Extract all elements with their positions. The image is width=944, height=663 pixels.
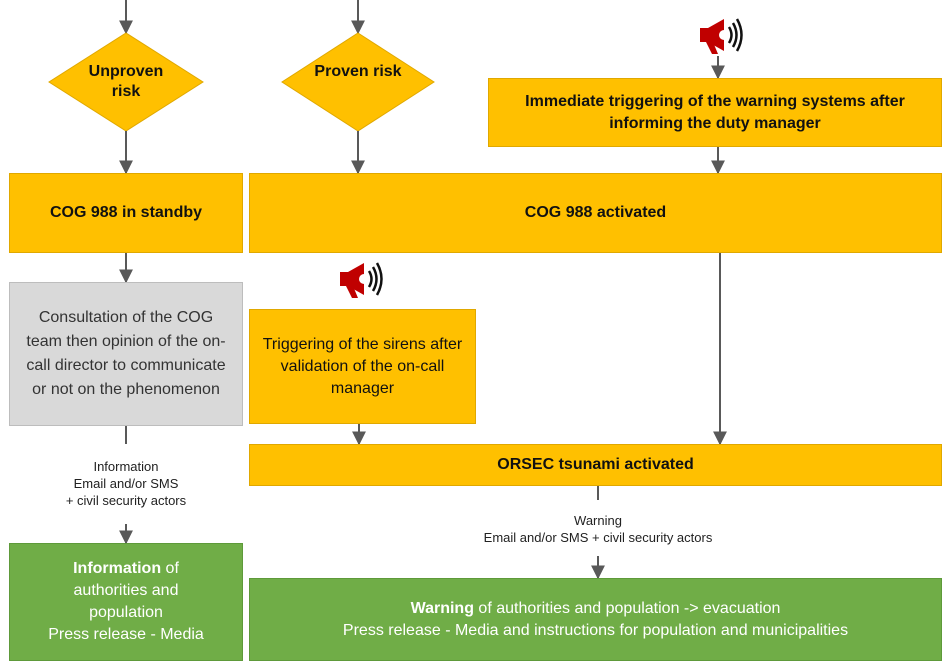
- warning-output-line1: Warning of authorities and population ->…: [411, 598, 781, 620]
- info-label: Information Email and/or SMS + civil sec…: [36, 458, 216, 509]
- decision-proven-shape: [281, 32, 435, 132]
- info-actors: + civil security actors: [65, 493, 187, 508]
- information-output-line4: Press release - Media: [48, 626, 204, 643]
- cog-standby-box: COG 988 in standby: [9, 173, 243, 253]
- information-output-line2: authorities and: [73, 582, 179, 599]
- information-output-line1: Information of: [73, 558, 179, 580]
- info-channels: Email and/or SMS: [73, 476, 179, 491]
- megaphone-icon: [700, 18, 743, 54]
- megaphone-icon: [340, 262, 383, 298]
- information-output-rest: of: [161, 560, 179, 577]
- information-output-box: Information of authorities and populatio…: [9, 543, 243, 661]
- decision-proven-label: Proven risk: [314, 63, 402, 80]
- orsec-tsunami-box: ORSEC tsunami activated: [249, 444, 942, 486]
- sirens-box: Triggering of the sirens after validatio…: [249, 309, 476, 424]
- warning-output-line2: Press release - Media and instructions f…: [342, 621, 849, 639]
- warning-label: Warning Email and/or SMS + civil securit…: [428, 512, 768, 546]
- consultation-box: Consultation of the COG team then opinio…: [9, 282, 243, 426]
- warning-title: Warning: [574, 513, 622, 528]
- decision-unproven-label: Unproven risk: [88, 63, 164, 100]
- warning-output-box: Warning of authorities and population ->…: [249, 578, 942, 661]
- information-output-bold: Information: [73, 560, 162, 577]
- warning-channels: Email and/or SMS + civil security actors: [483, 530, 713, 545]
- warning-output-bold: Warning: [410, 599, 474, 617]
- immediate-triggering-box: Immediate triggering of the warning syst…: [488, 78, 942, 147]
- cog-activated-box: COG 988 activated: [249, 173, 942, 253]
- information-output-line3: population: [89, 604, 163, 621]
- warning-output-rest: of authorities and population -> evacuat…: [473, 599, 781, 617]
- info-title: Information: [93, 459, 159, 474]
